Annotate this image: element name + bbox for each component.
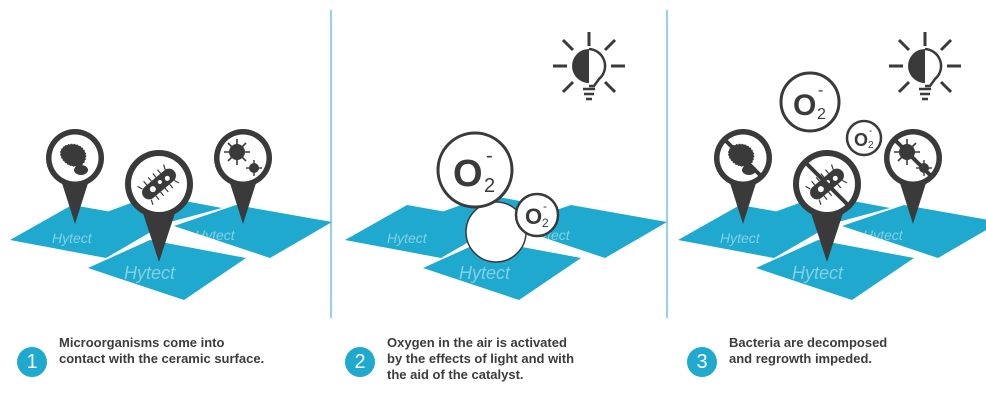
tile-label: Hytect	[720, 230, 761, 246]
oxygen-charge: -	[818, 82, 823, 99]
oxygen-symbol: O	[525, 204, 542, 229]
step-text-line: Oxygen in the air is activated	[387, 335, 574, 351]
step-text-line: Bacteria are decomposed	[729, 335, 887, 351]
oxygen-symbol: O	[854, 130, 868, 150]
oxygen-charge: -	[486, 145, 493, 167]
step-2-text: Oxygen in the air is activated by the ef…	[387, 335, 574, 383]
oxygen-molecule-icon: O 2 -	[847, 121, 881, 155]
oxygen-molecule-icon: O 2 -	[438, 133, 512, 207]
oxygen-subscript: 2	[817, 106, 826, 123]
step-1-text: Microorganisms come into contact with th…	[59, 335, 264, 367]
oxygen-symbol: O	[453, 153, 483, 195]
panel-2-illustration: Hytect Hytect Hytect O 2 - O 2 -	[345, 32, 667, 300]
step-1-caption: 1 Microorganisms come into contact with …	[17, 335, 264, 377]
light-bulb-sun-icon	[889, 32, 961, 99]
panel-3-illustration: Hytect Hytect Hytect O 2 - O 2	[678, 32, 986, 300]
panel-1-illustration: Hytect Hytect Hytect	[10, 129, 332, 300]
oxygen-charge: -	[869, 126, 872, 137]
step-2-caption: 2 Oxygen in the air is activated by the …	[345, 335, 574, 383]
oxygen-subscript: 2	[542, 216, 549, 230]
tile-label: Hytect	[195, 227, 236, 243]
tile-label: Hytect	[387, 230, 428, 246]
oxygen-subscript: 2	[484, 175, 495, 197]
oxygen-molecule-icon: O 2 -	[516, 194, 558, 236]
step-text-line: and regrowth impeded.	[729, 351, 887, 367]
step-3-caption: 3 Bacteria are decomposed and regrowth i…	[687, 335, 887, 377]
oxygen-subscript: 2	[868, 140, 874, 151]
oxygen-charge: -	[543, 199, 547, 213]
oxygen-symbol: O	[793, 89, 816, 122]
blocked-bacillus-pin-icon	[793, 150, 861, 262]
tile-label: Hytect	[124, 263, 176, 283]
step-3-text: Bacteria are decomposed and regrowth imp…	[729, 335, 887, 367]
tile-label: Hytect	[792, 263, 844, 283]
tile-label: Hytect	[459, 263, 511, 283]
oxygen-molecule-icon: O 2 -	[781, 73, 839, 131]
step-2-badge: 2	[345, 347, 375, 377]
tile-label: Hytect	[863, 227, 904, 243]
step-1-badge: 1	[17, 347, 47, 377]
light-bulb-sun-icon	[553, 32, 625, 99]
step-3-badge: 3	[687, 347, 717, 377]
step-text-line: the aid of the catalyst.	[387, 367, 574, 383]
step-text-line: Microorganisms come into	[59, 335, 264, 351]
tile-label: Hytect	[52, 230, 93, 246]
bacillus-pin-icon	[125, 150, 193, 262]
step-text-line: contact with the ceramic surface.	[59, 351, 264, 367]
step-text-line: by the effects of light and with	[387, 351, 574, 367]
